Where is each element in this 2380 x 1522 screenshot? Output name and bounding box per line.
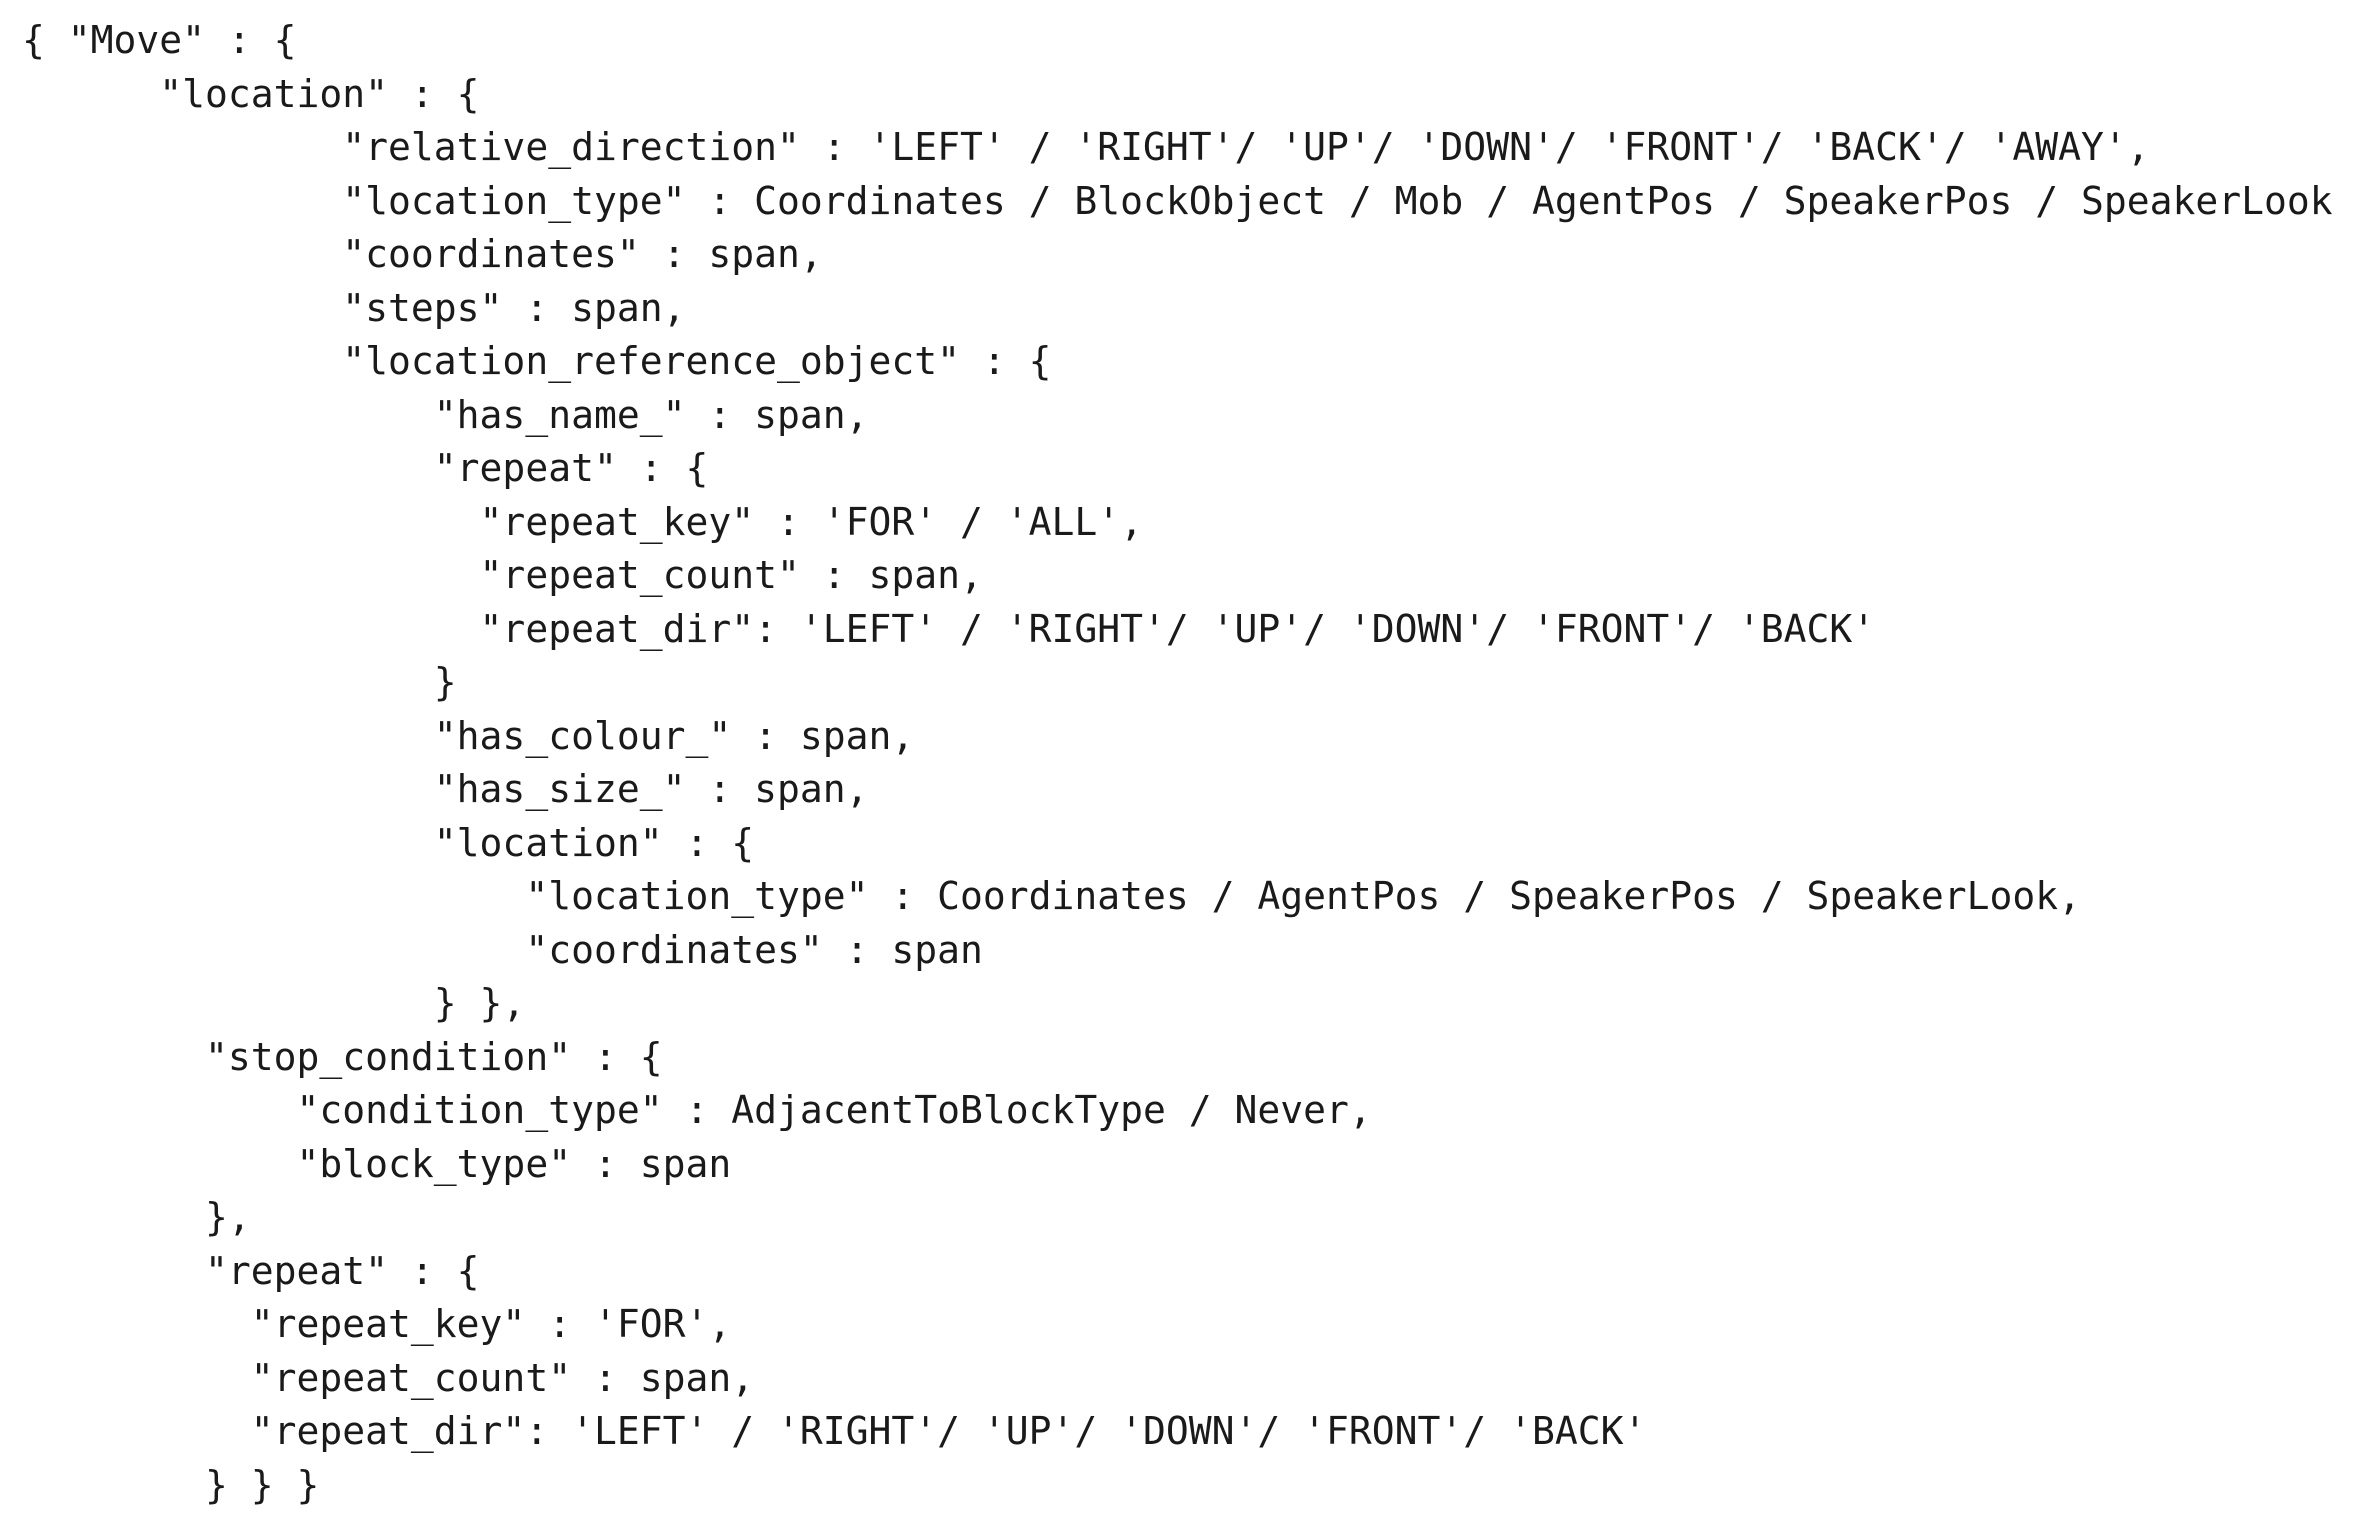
code-line: "location_reference_object" : { [22,339,1052,383]
code-line: "location_type" : Coordinates / AgentPos… [22,874,2082,918]
code-line: "has_name_" : span, [22,392,869,437]
code-line: "repeat" : { [22,446,709,490]
code-line: "location_type" : Coordinates / BlockObj… [22,178,2333,223]
code-line: "repeat_key" : 'FOR' / 'ALL', [22,499,1144,544]
code-line: "repeat_key" : 'FOR', [22,1302,732,1346]
code-line: "repeat" : { [22,1248,480,1293]
code-line: "coordinates" : span [22,927,983,972]
code-line: "has_size_" : span, [22,767,869,811]
code-line: "repeat_dir": 'LEFT' / 'RIGHT'/ 'UP'/ 'D… [22,606,1876,651]
code-line: } } } [22,1462,320,1507]
code-line: "location" : { [22,71,480,116]
code-line: } [22,660,457,704]
code-line: } }, [22,981,526,1025]
code-line: "steps" : span, [22,285,686,330]
code-line: "location" : { [22,820,755,865]
code-line: "repeat_count" : span, [22,553,983,597]
code-line: { "Move" : { [22,18,297,62]
code-line: "has_colour_" : span, [22,713,915,758]
code-line: "condition_type" : AdjacentToBlockType /… [22,1088,1372,1132]
code-line: "coordinates" : span, [22,232,823,276]
code-line: "relative_direction" : 'LEFT' / 'RIGHT'/… [22,125,2150,169]
code-line: }, [22,1195,251,1239]
code-line: "repeat_count" : span, [22,1355,755,1400]
code-line: "stop_condition" : { [22,1034,663,1079]
code-block: { "Move" : { "location" : { "relative_di… [22,14,2333,1512]
code-line: "repeat_dir": 'LEFT' / 'RIGHT'/ 'UP'/ 'D… [22,1409,1647,1453]
code-line: "block_type" : span [22,1141,732,1186]
